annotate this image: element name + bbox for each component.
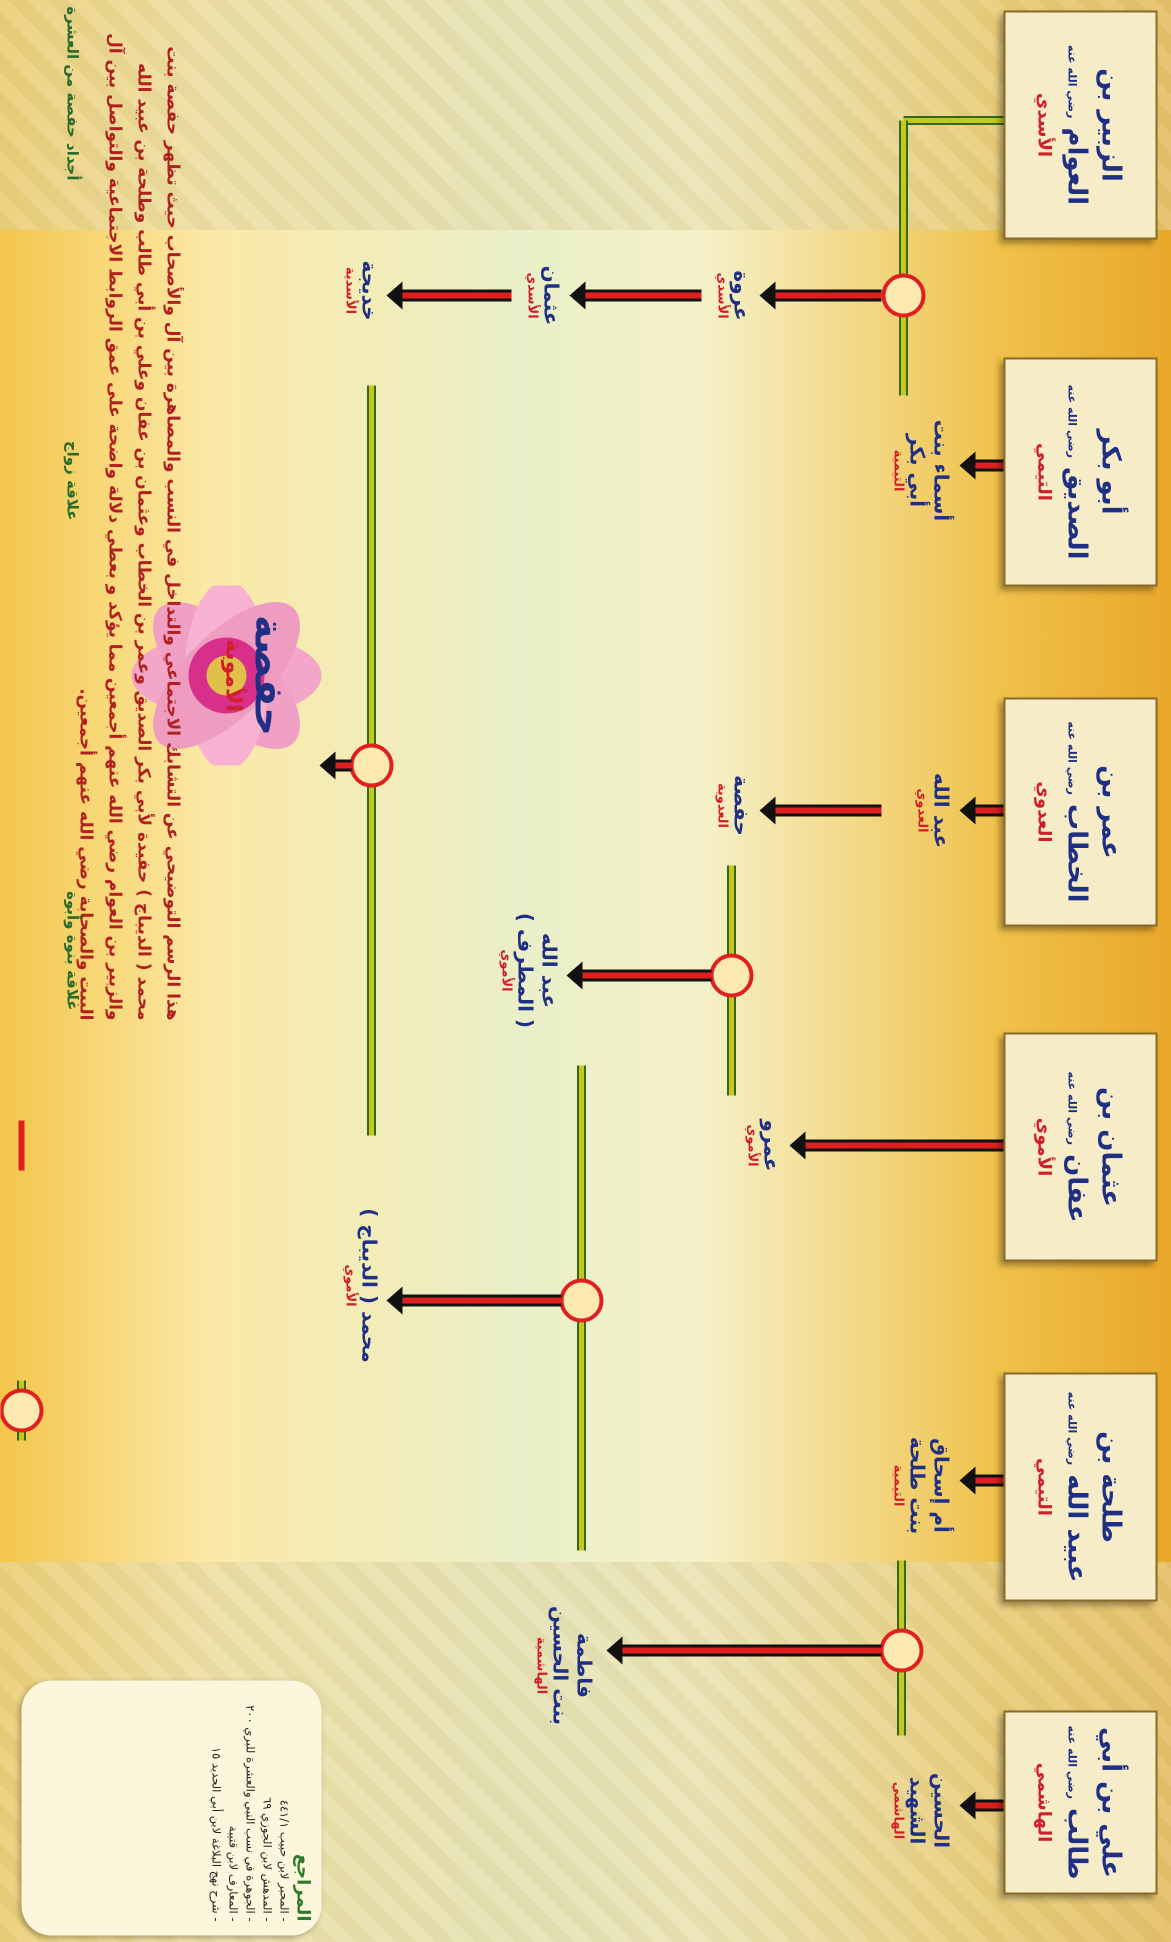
marriage-node-3 (709, 953, 753, 997)
node-amr: عمرو الأموي (744, 1119, 783, 1171)
arrow-to-hafsa-umawiya-head (319, 751, 335, 779)
references-title: المراجع (292, 1853, 313, 1921)
reference-item: - المدهش لابن الجوزي ٦٩ (260, 1796, 274, 1921)
marriage-node-4 (559, 1278, 603, 1322)
node-uthman-asadi: عثمان الأسدي (524, 265, 563, 325)
node-muhammad-dibaj: محمد ( الديباج ) الأموي (342, 1207, 381, 1363)
node-khadija: خديجة الأسدية (342, 259, 381, 321)
arrow-ali-hussein-head (959, 1791, 975, 1819)
arrow-to-urwa-head (759, 281, 775, 309)
box-ali: علي بن أبي طالب رضي الله عنه الهاشمي (1003, 1710, 1157, 1894)
box-zubair: الزبير بن العوام رضي الله عنه الأسدي (1003, 10, 1157, 239)
arrow-abubakr-asma-head (959, 451, 975, 479)
arrow-to-fatima-head (606, 1636, 622, 1664)
arrow-umar-abdullah-head (959, 796, 975, 824)
arrow-talha-ummishaq-head (959, 1466, 975, 1494)
reference-item: - الجوهرة في نسب النبي والعشرة للبري ٢٠٠ (243, 1704, 257, 1921)
marriage-node-5 (349, 743, 393, 787)
reference-item: - شرح نهج البلاغة لابن أبي الحديد ١٥ (209, 1746, 223, 1921)
reference-item: - المحبر لابن حبيب ٤٤١/١ (277, 1799, 291, 1921)
box-talha: طلحة بن عبيد الله رضي الله عنه التيمي (1003, 1372, 1157, 1601)
legend: علاقة بنوة وأبوة علاقة زواج أجداد حفصة م… (21, 0, 81, 1020)
arrow-to-uthman-asadi-head (569, 281, 585, 309)
box-uthman: عثمان بن عفان رضي الله عنه الأموي (1003, 1032, 1157, 1261)
arrow-to-mutraf-head (566, 961, 582, 989)
box-abubakr: أبو بكر الصديق رضي الله عنه التيمي (1003, 357, 1157, 586)
node-urwa: عروة الأسدي (714, 269, 753, 321)
arrow-to-muhammad-head (386, 1286, 402, 1314)
node-hafsa-adawiya: حفصة العدوية (714, 774, 753, 836)
marriage-node-1 (879, 1628, 923, 1672)
node-abdullah-mutraf: عبد الله( المطرف ) الأموي (498, 912, 561, 1028)
legend-footer: أجداد حفصة من العشرة المبشرين بالجنة (63, 0, 81, 180)
reference-item: - المعارف لابن قتيبة (226, 1825, 240, 1921)
references-card: المراجع - المحبر لابن حبيب ٤٤١/١ - المده… (21, 1680, 321, 1935)
node-hafsa-umawiya: حفصة الأموية (220, 614, 291, 736)
arrow-to-khadija-head (386, 281, 402, 309)
description-text: هذا الرسم التوضيحي عن التشابك الاجتماعي … (75, 32, 182, 1020)
legend-marriage: علاقة زواج (63, 440, 81, 520)
arrow-uthman-amr-head (789, 1131, 805, 1159)
box-umar: عمر بن الخطاب رضي الله عنه العدوي (1003, 697, 1157, 926)
legend-marriage-node (0, 1388, 43, 1432)
flower-image (131, 585, 321, 765)
node-abdullah-umar: عبد الله العدوي (914, 772, 953, 848)
legend-parent-child: علاقة بنوة وأبوة (63, 890, 81, 1010)
decorative-border-top (0, 0, 1171, 230)
arrow-abdullah-hafsa-head (759, 796, 775, 824)
marriage-node-2 (881, 273, 925, 317)
